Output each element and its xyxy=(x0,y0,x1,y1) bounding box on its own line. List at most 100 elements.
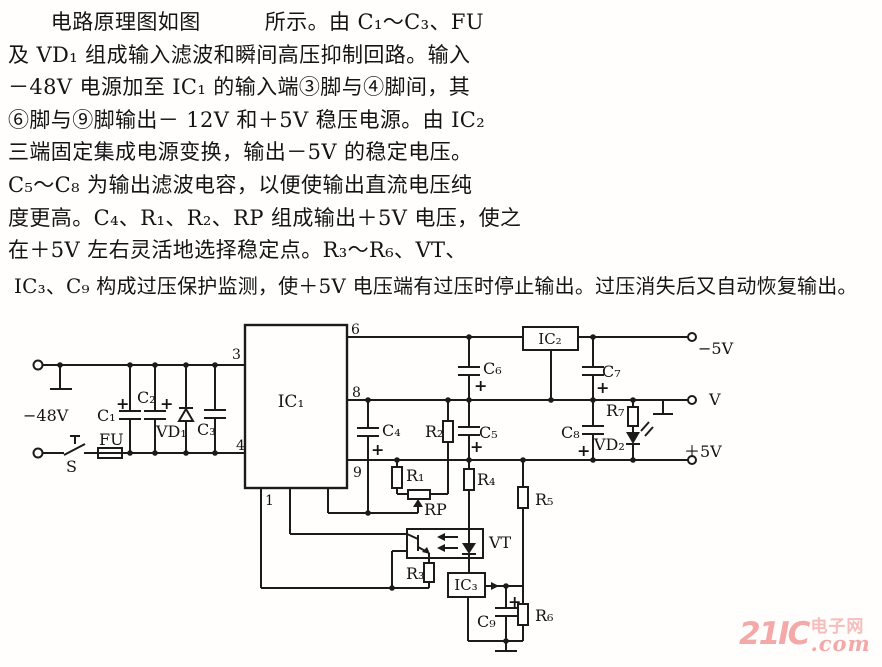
junction-dot xyxy=(212,450,218,456)
rp-wiper-arrowhead xyxy=(413,499,423,507)
ic2-box xyxy=(522,326,579,351)
wires xyxy=(43,336,688,652)
paragraph-line-1: 电路原理图如图 所示。由 C₁～C₃、FU xyxy=(8,10,484,34)
label-c9: C₉ xyxy=(477,612,496,631)
cap-c7-wires xyxy=(582,337,604,400)
opto-arrowhead-2 xyxy=(437,544,445,552)
ic3-out-arrowhead xyxy=(491,582,499,590)
label-fu: FU xyxy=(99,430,124,449)
terminal-pos5v xyxy=(687,455,697,465)
label-c8-plus: + xyxy=(577,441,590,460)
junction-dot xyxy=(152,450,158,456)
label-pin9: 9 xyxy=(353,465,362,481)
watermark-right-stack: 电子网 .com xyxy=(810,617,871,656)
cap-c4-wires xyxy=(357,400,379,513)
cap-c8-wires xyxy=(582,400,604,460)
junction-dot xyxy=(445,397,451,403)
junction-dots xyxy=(57,334,636,644)
junction-dot xyxy=(183,362,189,368)
label-c1: C₁ xyxy=(97,406,116,425)
led-vd2-wires xyxy=(626,421,654,460)
watermark-com-text: .com xyxy=(810,631,871,656)
cap-c1-wires xyxy=(119,365,141,453)
res-r1-body xyxy=(391,466,403,489)
opto-arrowhead-1 xyxy=(437,533,445,541)
cap-c2-wires xyxy=(144,365,166,453)
res-r6-body xyxy=(517,603,529,626)
junction-dot xyxy=(466,334,472,340)
label-pin3: 3 xyxy=(232,347,241,363)
watermark-21ic: 21IC 电子网 .com xyxy=(739,616,871,656)
junction-dot xyxy=(548,397,554,403)
ic3-box xyxy=(447,572,486,598)
junction-dot xyxy=(389,585,395,591)
label-c4-plus: + xyxy=(371,440,384,459)
label-r5: R₅ xyxy=(535,490,553,509)
res-r4-body xyxy=(463,468,475,491)
ic1-stub2 xyxy=(289,488,407,535)
junction-dot xyxy=(630,397,636,403)
label-pin4: 4 xyxy=(236,438,245,454)
label-c1-plus: + xyxy=(116,394,129,413)
label-pin1: 1 xyxy=(265,493,274,509)
label-vd1: VD₁ xyxy=(155,422,187,441)
label-c6: C₆ xyxy=(483,359,502,378)
junction-dot xyxy=(57,362,63,368)
paragraph-line-5: 三端固定集成电源变换，输出－5V 的稳定电压。 xyxy=(8,140,473,165)
label-r2: R₂ xyxy=(425,422,443,441)
ic1-box xyxy=(243,323,349,490)
terminal-neg5v xyxy=(687,332,697,342)
paragraph-line-8: 在＋5V 左右灵活地选择稳定点。R₃～R₆、VT、 xyxy=(8,238,467,263)
watermark-brand: 21IC xyxy=(739,616,810,652)
paragraph-line-6: C₅～C₈ 为输出滤波电容，以便使输出直流电压纯 xyxy=(8,172,473,197)
led-vd2-triangle xyxy=(626,432,640,444)
label-r6: R₆ xyxy=(535,606,553,625)
filled-symbols xyxy=(413,432,640,590)
watermark-cn-text: 电子网 xyxy=(810,617,865,637)
junction-dot xyxy=(590,397,596,403)
junction-dot xyxy=(520,457,526,463)
res-r5-body xyxy=(517,486,529,509)
res-r7-body xyxy=(627,406,639,427)
paragraph-last-line: IC₃、C₉ 构成过压保护监测，使＋5V 电压端有过压时停止输出。过压消失后又自… xyxy=(14,274,858,298)
label-c4: C₄ xyxy=(382,421,401,440)
emitter-arrowhead xyxy=(422,547,430,554)
res-r3-body xyxy=(423,562,435,583)
junction-dot xyxy=(365,397,371,403)
description-paragraph: 电路原理图如图 所示。由 C₁～C₃、FU 及 VD₁ 组成输入滤波和瞬间高压抑… xyxy=(8,6,521,267)
paragraph-line-3: －48V 电源加至 IC₁ 的输入端③脚与④脚间，其 xyxy=(8,75,471,100)
terminals xyxy=(32,332,697,465)
junction-dot xyxy=(503,638,509,644)
paragraph-line-4: ⑥脚与⑨脚输出－ 12V 和＋5V 稳压电源。由 IC₂ xyxy=(8,107,486,132)
label-r1: R₁ xyxy=(406,466,424,485)
label-c9-plus: + xyxy=(508,592,521,611)
junction-dot xyxy=(127,362,133,368)
junction-dot xyxy=(127,450,133,456)
label-vt: VT xyxy=(488,533,512,552)
label-r4: R₄ xyxy=(477,470,495,489)
wiper-feed-line xyxy=(327,488,418,514)
junction-dot xyxy=(212,362,218,368)
label-pin6: 6 xyxy=(351,322,360,338)
label-c2: C₂ xyxy=(137,388,156,407)
cap-c3-wires xyxy=(204,365,226,453)
label-s: S xyxy=(66,457,77,476)
chassis-mark-left xyxy=(50,365,72,390)
label-c5: C₅ xyxy=(479,423,498,442)
label-vd2: VD₂ xyxy=(593,435,625,454)
diode-vd1-triangle xyxy=(177,407,195,422)
pot-rp-body xyxy=(407,489,431,500)
label-c8: C₈ xyxy=(561,423,580,442)
label-ic3: IC₃ xyxy=(454,576,477,594)
label-ic2: IC₂ xyxy=(538,330,561,348)
junction-dot xyxy=(183,450,189,456)
label-neg48v: −48V xyxy=(23,406,69,425)
label-c6-plus: + xyxy=(474,376,487,395)
junction-dot xyxy=(630,457,636,463)
paragraph-line-2: 及 VD₁ 组成输入滤波和瞬间高压抑制回路。输入 xyxy=(8,42,471,67)
junction-dot xyxy=(590,334,596,340)
junction-dot xyxy=(365,510,371,516)
bottom-return-line xyxy=(261,550,429,589)
